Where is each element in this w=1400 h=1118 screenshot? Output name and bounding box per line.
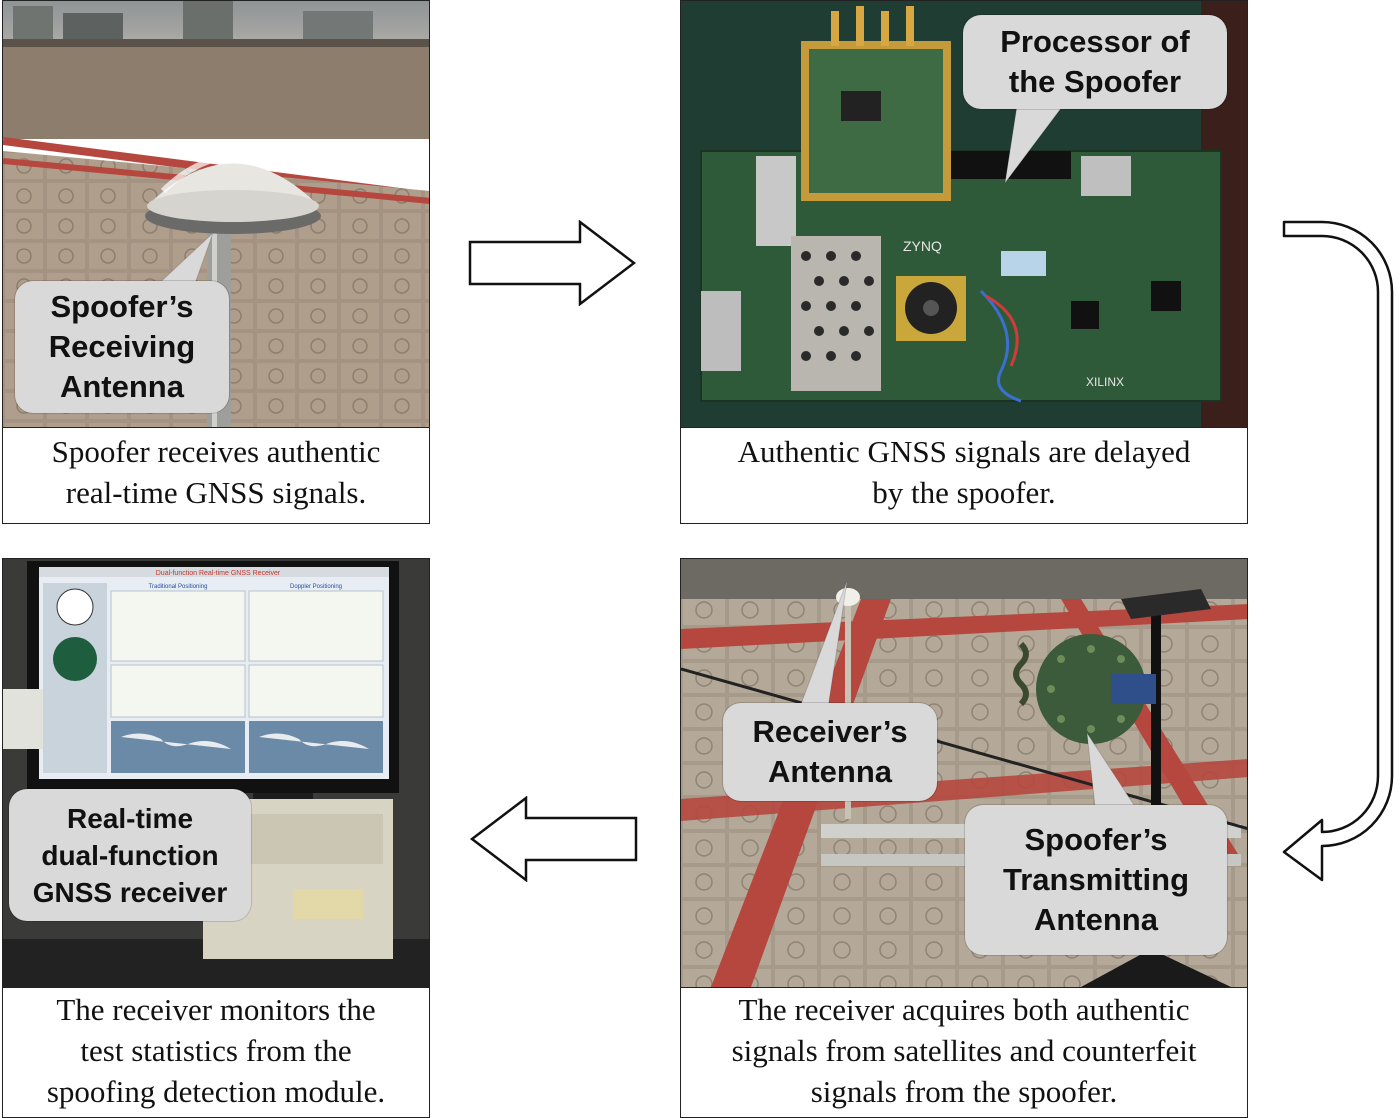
arrow-right-icon — [468, 220, 637, 306]
rooftop-transmitter-photo: Receiver’s Antenna Spoofer’s Transmittin… — [681, 559, 1247, 988]
fpga-board-photo: ZYNQ XILINX Processor of the Spoofer — [681, 1, 1247, 428]
panel-spoofer-processor: ZYNQ XILINX Processor of the Spoofer Aut… — [680, 0, 1248, 524]
screen-left-label: Traditional Positioning — [149, 584, 208, 590]
caption-receiver-acquires: The receiver acquires both authentic sig… — [731, 992, 1197, 1109]
panel-receiver-monitors: Dual-function Real-time GNSS Receiver Tr… — [2, 558, 430, 1118]
arrow-left-icon — [469, 796, 638, 882]
board-chip-label: ZYNQ — [903, 238, 942, 254]
callout-spoofer-transmitting-antenna: Spoofer’s Transmitting Antenna — [965, 805, 1227, 955]
screen-title: Dual-function Real-time GNSS Receiver — [156, 570, 281, 577]
callout-dual-function-receiver: Real-time dual-function GNSS receiver — [9, 789, 251, 921]
callout-spoofer-receiving-antenna: Spoofer’s Receiving Antenna — [15, 281, 229, 413]
callout-processor-of-spoofer: Processor of the Spoofer — [963, 15, 1227, 109]
board-brand-label: XILINX — [1086, 375, 1124, 389]
panel-receiver-acquires: Receiver’s Antenna Spoofer’s Transmittin… — [680, 558, 1248, 1118]
panel-spoofer-receiving: Spoofer’s Receiving Antenna Spoofer rece… — [2, 0, 430, 524]
rooftop-antenna-photo: Spoofer’s Receiving Antenna — [3, 1, 429, 428]
caption-spoofer-receives: Spoofer receives authentic real-time GNS… — [51, 434, 381, 510]
caption-receiver-monitors: The receiver monitors the test statistic… — [46, 992, 386, 1109]
receiver-monitor-photo: Dual-function Real-time GNSS Receiver Tr… — [3, 559, 429, 988]
caption-signals-delayed: Authentic GNSS signals are delayed by th… — [737, 434, 1191, 510]
screen-right-label: Doppler Positioning — [290, 584, 342, 590]
callout-receiver-antenna: Receiver’s Antenna — [723, 703, 937, 801]
curved-arrow-down-icon — [1282, 220, 1394, 882]
